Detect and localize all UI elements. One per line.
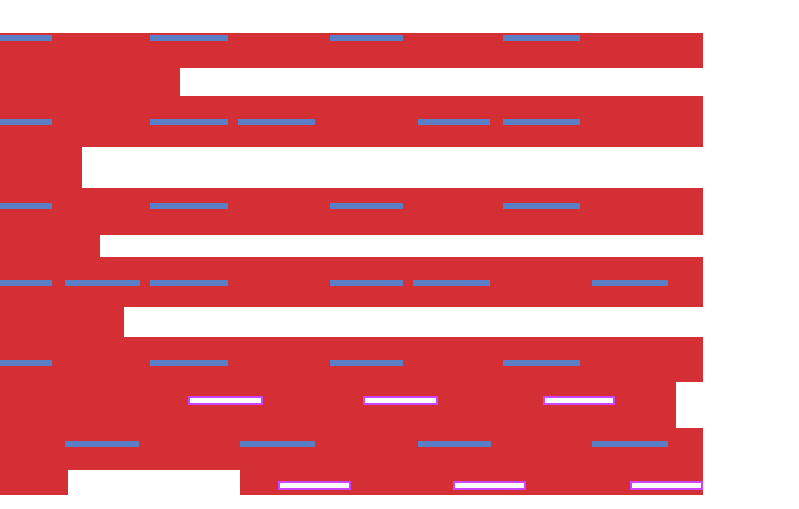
link-bar-r3-c2[interactable] [150,203,228,209]
redaction-band-3 [0,96,703,147]
link-bar-r4-c1[interactable] [0,280,52,286]
highlight-bar-r2-c3[interactable] [630,481,703,490]
link-bar-r2-c4[interactable] [418,119,490,125]
highlight-bar-r1-c1[interactable] [188,396,263,405]
link-bar-r4-c4[interactable] [330,280,403,286]
redaction-band-12 [0,470,68,495]
link-bar-r6-c2[interactable] [240,441,315,447]
link-bar-r5-c1[interactable] [0,360,52,366]
link-bar-r1-c3[interactable] [330,35,403,41]
link-bar-r3-c1[interactable] [0,203,52,209]
link-bar-r5-c4[interactable] [503,360,580,366]
link-bar-r3-c3[interactable] [330,203,403,209]
link-bar-r6-c4[interactable] [592,441,668,447]
redaction-band-9 [0,337,703,382]
redaction-band-5 [0,188,703,235]
link-bar-r2-c5[interactable] [503,119,580,125]
link-bar-r6-c1[interactable] [65,441,139,447]
highlight-bar-r1-c2[interactable] [363,396,438,405]
redaction-band-2 [0,68,180,96]
link-bar-r2-c2[interactable] [150,119,228,125]
link-bar-r4-c6[interactable] [592,280,668,286]
link-bar-r5-c2[interactable] [150,360,228,366]
link-bar-r2-c1[interactable] [0,119,52,125]
link-bar-r2-c3[interactable] [238,119,315,125]
link-bar-r4-c3[interactable] [150,280,228,286]
redaction-band-10 [0,382,676,428]
redaction-band-8 [0,307,124,337]
redaction-band-11 [0,428,703,470]
highlight-bar-r2-c1[interactable] [278,481,351,490]
highlight-bar-r2-c2[interactable] [453,481,526,490]
link-bar-r6-c3[interactable] [418,441,491,447]
link-bar-r1-c4[interactable] [503,35,580,41]
link-bar-r1-c2[interactable] [150,35,228,41]
link-bar-r3-c4[interactable] [503,203,580,209]
redaction-band-6 [0,235,100,257]
link-bar-r5-c3[interactable] [330,360,403,366]
redaction-band-4 [0,147,82,188]
link-bar-r4-c5[interactable] [413,280,490,286]
link-bar-r4-c2[interactable] [65,280,140,286]
highlight-bar-r1-c3[interactable] [543,396,615,405]
link-bar-r1-c1[interactable] [0,35,52,41]
